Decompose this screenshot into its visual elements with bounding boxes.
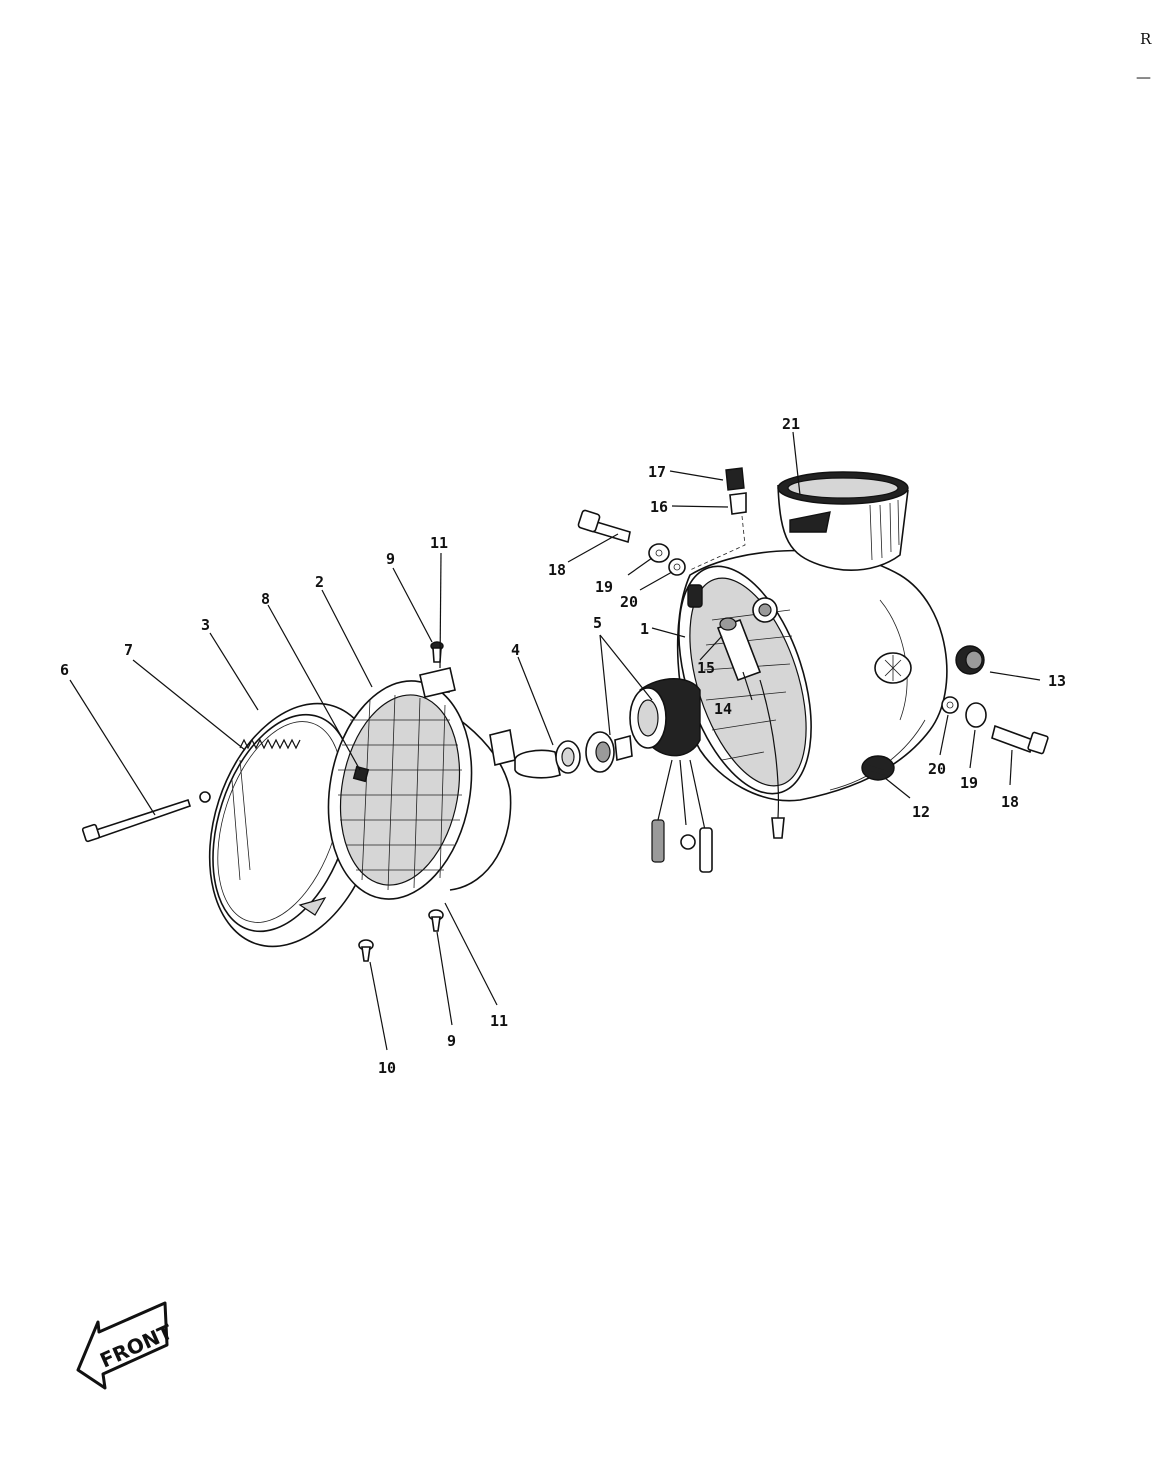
lock-washer-20-right bbox=[941, 696, 959, 714]
label-2: 2 bbox=[315, 573, 324, 591]
label-16: 16 bbox=[650, 498, 668, 516]
headlight-housing bbox=[676, 471, 948, 802]
label-11-bottom: 11 bbox=[490, 1012, 508, 1030]
label-19-left: 19 bbox=[595, 578, 613, 596]
bolt-18-right bbox=[991, 724, 1049, 755]
adjusting-spring bbox=[239, 738, 301, 750]
front-arrow-icon: FRONT bbox=[76, 1301, 176, 1390]
grommet-12 bbox=[861, 755, 895, 781]
corner-letter: R bbox=[1140, 30, 1152, 48]
label-4: 4 bbox=[511, 641, 520, 659]
cap-17 bbox=[725, 467, 745, 491]
label-21: 21 bbox=[782, 415, 800, 433]
socket bbox=[585, 731, 633, 773]
socket-cover bbox=[629, 678, 713, 873]
label-14: 14 bbox=[714, 700, 732, 718]
sealed-beam-unit bbox=[327, 677, 516, 900]
label-11-top: 11 bbox=[430, 534, 448, 552]
label-1: 1 bbox=[640, 620, 649, 638]
bolt-16 bbox=[729, 492, 747, 515]
washer-19-right bbox=[965, 702, 987, 728]
bolt-18-left bbox=[577, 509, 631, 544]
label-13: 13 bbox=[1048, 672, 1066, 690]
nut-top bbox=[419, 667, 456, 698]
label-3: 3 bbox=[201, 616, 210, 634]
lock-washer-20-left bbox=[668, 558, 686, 576]
corner-dash: — bbox=[1136, 68, 1151, 86]
label-5: 5 bbox=[593, 614, 602, 632]
part-labels: 6 7 3 8 2 9 11 4 5 1 15 14 17 16 18 19 2… bbox=[60, 415, 1066, 1077]
label-19-right: 19 bbox=[960, 774, 978, 792]
label-17: 17 bbox=[648, 463, 666, 481]
screw-top bbox=[430, 641, 444, 663]
label-9-bottom: 9 bbox=[447, 1032, 456, 1050]
bulb bbox=[514, 740, 581, 779]
leader-lines bbox=[69, 431, 1041, 1051]
label-7: 7 bbox=[124, 641, 133, 659]
label-20-left: 20 bbox=[620, 593, 638, 611]
pilot-lamp bbox=[716, 617, 785, 839]
label-20-right: 20 bbox=[928, 760, 946, 778]
label-18-left: 18 bbox=[548, 561, 566, 579]
washer-19-left bbox=[648, 543, 670, 563]
label-10: 10 bbox=[378, 1059, 396, 1077]
label-8: 8 bbox=[261, 590, 270, 608]
label-18-right: 18 bbox=[1001, 793, 1019, 811]
label-12: 12 bbox=[912, 803, 930, 821]
label-6: 6 bbox=[60, 661, 69, 679]
rim-screw bbox=[358, 939, 374, 962]
adjusting-screw bbox=[81, 798, 192, 843]
grommet-13 bbox=[955, 645, 985, 675]
label-15: 15 bbox=[697, 659, 715, 677]
screw-bottom bbox=[428, 909, 444, 932]
label-9-top: 9 bbox=[386, 550, 395, 568]
